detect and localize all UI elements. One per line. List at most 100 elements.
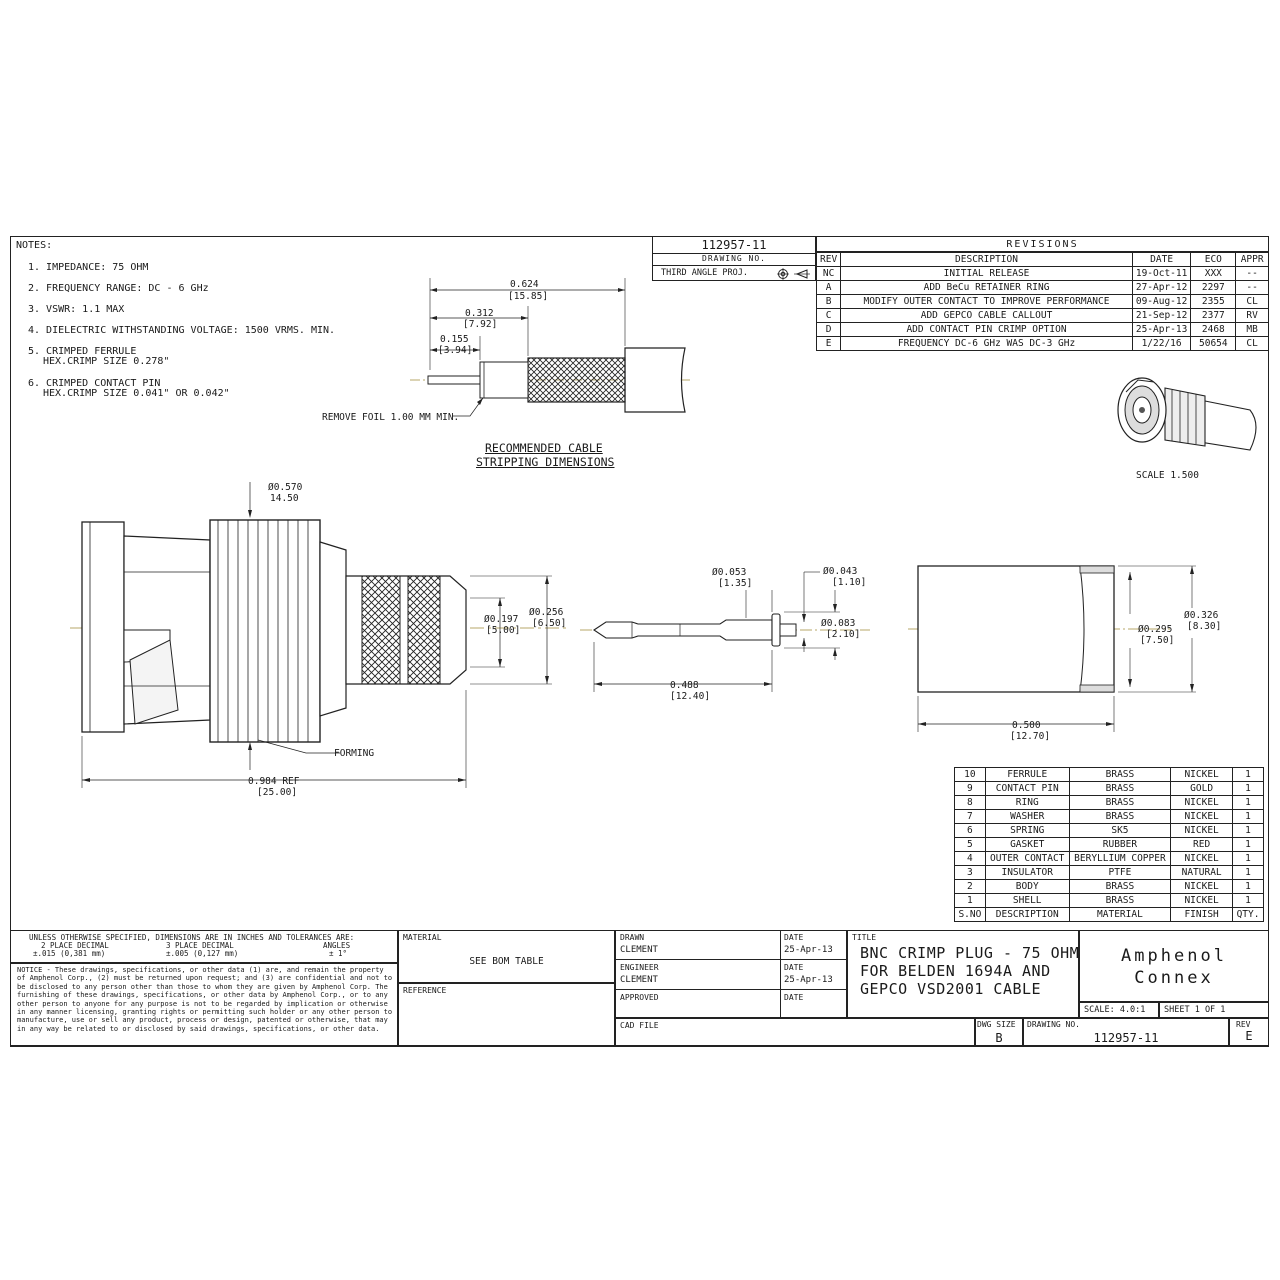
pin-length-mm: [12.40] [670,691,711,702]
table-cell: MB [1235,322,1269,337]
tol-3place-label: 3 PLACE DECIMAL [166,941,234,950]
table-cell: 10 [954,767,986,782]
table-cell: FERRULE [984,767,1070,782]
strip-dim-2-mm: [7.92] [463,319,498,330]
table-cell: ADD GEPCO CABLE CALLOUT [840,308,1133,323]
drawn-date: 25-Apr-13 [784,945,833,955]
tolerance-box: UNLESS OTHERWISE SPECIFIED, DIMENSIONS A… [10,930,398,963]
table-cell: NICKEL [1170,851,1234,866]
drawn-label: DRAWN [620,933,645,942]
table-cell: FREQUENCY DC-6 GHz WAS DC-3 GHz [840,336,1133,351]
table-cell: DESCRIPTION [840,252,1133,267]
table-cell: 2 [954,879,986,894]
table-cell: GOLD [1170,781,1234,796]
signoff-box: DRAWN CLEMENT DATE 25-Apr-13 ENGINEER CL… [615,930,847,1018]
table-cell: NICKEL [1170,879,1234,894]
table-cell: ECO [1190,252,1237,267]
table-cell: RING [984,795,1070,810]
table-cell: 50654 [1190,336,1237,351]
table-cell: SK5 [1068,823,1172,838]
drawn-by: CLEMENT [620,945,658,955]
strip-dim-3: 0.155 [440,334,469,345]
engineer-date-label: DATE [784,963,804,972]
rev-box: REV E [1229,1018,1269,1047]
table-cell: 1 [1232,823,1264,838]
strip-dim-1-mm: [15.85] [508,291,549,302]
table-cell: B [815,294,842,309]
brand-line-1: Amphenol [1121,946,1227,966]
table-cell: D [815,322,842,337]
table-cell: 5 [954,837,986,852]
table-cell: 2468 [1190,322,1237,337]
table-cell: BRASS [1068,893,1172,908]
table-cell: 2377 [1190,308,1237,323]
note-item: 5. CRIMPED FERRULE [28,346,137,357]
table-cell: REV [815,252,842,267]
notice-box: NOTICE - These drawings, specifications,… [10,963,398,1047]
revisions-title: REVISIONS [816,236,1269,252]
approved-date-label: DATE [784,993,804,1002]
notes-heading: NOTES: [16,240,53,251]
connector-length-mm: [25.00] [257,787,298,798]
pin-dia-1: Ø0.053 [712,567,747,578]
table-cell: 1 [1232,781,1264,796]
table-cell: 2355 [1190,294,1237,309]
table-cell: 09-Aug-12 [1131,294,1192,309]
table-cell: 1 [954,893,986,908]
table-cell: CONTACT PIN [984,781,1070,796]
table-cell: 25-Apr-13 [1131,322,1192,337]
table-cell: BRASS [1068,781,1172,796]
note-item: 1. IMPEDANCE: 75 OHM [28,262,149,273]
tol-3place-value: ±.005 (0,127 mm) [166,949,239,958]
pin-dia-3-mm: [2.10] [826,629,861,640]
table-cell: OUTER CONTACT [984,851,1070,866]
table-cell: WASHER [984,809,1070,824]
dwg-size-label: DWG SIZE [977,1020,1016,1029]
table-cell: 1 [1232,879,1264,894]
approved-label: APPROVED [620,993,659,1002]
forming-label: FORMING [334,748,375,759]
table-cell: NICKEL [1170,767,1234,782]
tol-2place-value: ±.015 (0,381 mm) [33,949,106,958]
table-cell: SPRING [984,823,1070,838]
sheet-value: SHEET 1 OF 1 [1164,1005,1226,1015]
ferrule-dia-2-mm: [8.30] [1187,621,1222,632]
table-cell: 2297 [1190,280,1237,295]
table-cell: FINISH [1170,907,1234,922]
rev-value: E [1245,1029,1253,1043]
ferrule-length: 0.500 [1012,720,1041,731]
table-cell: NICKEL [1170,809,1234,824]
note-item: HEX.CRIMP SIZE 0.278" [43,356,170,367]
table-cell: NICKEL [1170,795,1234,810]
table-cell: 1 [1232,851,1264,866]
table-cell: NICKEL [1170,823,1234,838]
table-cell: ADD BeCu RETAINER RING [840,280,1133,295]
drawing-frame [10,236,1269,1046]
pin-dia-1-mm: [1.35] [718,578,753,589]
table-cell: 3 [954,865,986,880]
table-cell: BERYLLIUM COPPER [1068,851,1172,866]
drawing-number-label: DRAWING NO. [653,253,815,266]
table-cell: BRASS [1068,809,1172,824]
tol-2place-label: 2 PLACE DECIMAL [41,941,109,950]
table-cell: RV [1235,308,1269,323]
note-item: 2. FREQUENCY RANGE: DC - 6 GHz [28,283,209,294]
note-item: 3. VSWR: 1.1 MAX [28,304,125,315]
sheet-box: SHEET 1 OF 1 [1159,1002,1269,1018]
ferrule-length-mm: [12.70] [1010,731,1051,742]
tol-angles-value: ± 1° [329,949,348,958]
drawn-date-label: DATE [784,933,804,942]
connector-dia-1-mm: 14.50 [270,493,299,504]
table-cell: CL [1235,336,1269,351]
table-cell: 1 [1232,893,1264,908]
cable-stripping-diagram [410,278,690,417]
tol-angles-label: ANGLES [323,941,351,950]
